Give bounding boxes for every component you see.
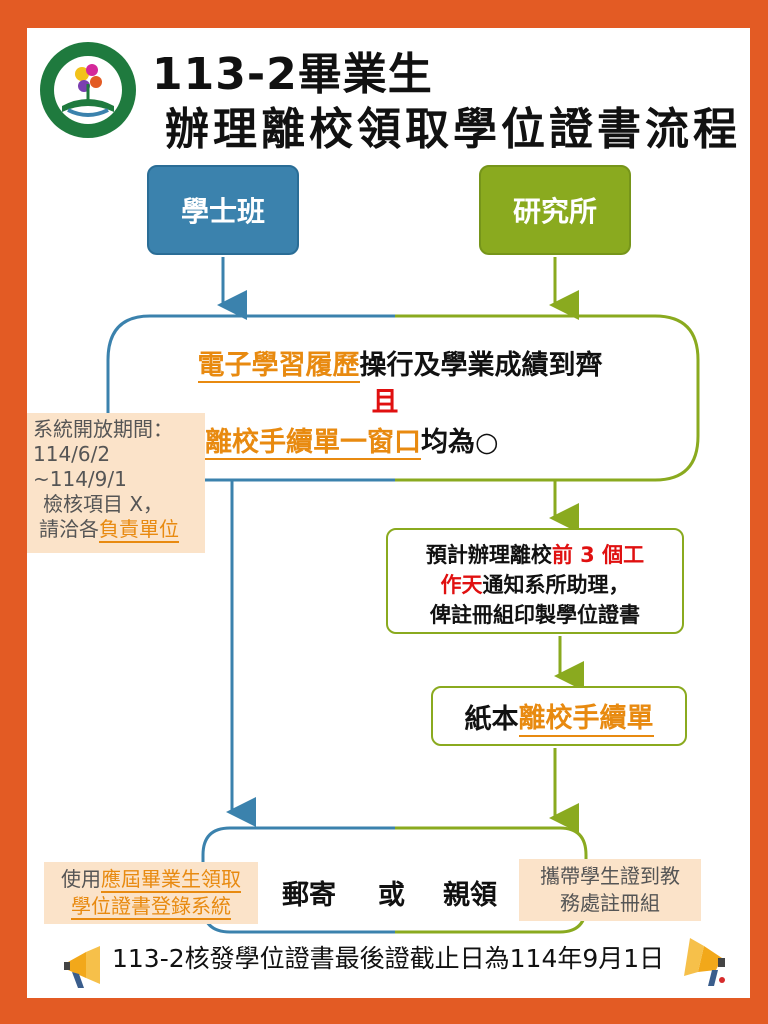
and-label: 且 (371, 387, 399, 418)
page-title-line1: 113-2畢業生 (152, 49, 433, 100)
responsible-unit-link[interactable]: 負責單位 (99, 517, 179, 543)
university-logo (38, 40, 138, 140)
main-requirement-line1: 電子學習履歷操行及學業成績到齊 (197, 350, 603, 383)
registration-system-link-1[interactable]: 應屆畢業生領取 (101, 867, 241, 893)
registration-system-note: 使用應屆畢業生領取 學位證書登錄系統 (44, 862, 258, 924)
mail-option: 郵寄 (282, 880, 336, 911)
e-portfolio-link[interactable]: 電子學習履歷 (197, 350, 360, 383)
paper-form-box: 紙本離校手續單 (431, 686, 687, 746)
notify-assistant-box: 預計辦理離校前 3 個工 作天通知系所助理， 俾註冊組印製學位證書 (386, 528, 684, 634)
megaphone-icon (682, 936, 728, 988)
page-title-line2: 辦理離校領取學位證書流程 (165, 104, 741, 155)
main-requirement-line2: 離校手續單一窗口均為○ (205, 427, 499, 460)
pickup-option: 親領 (443, 880, 497, 911)
bachelor-box: 學士班 (147, 165, 299, 255)
megaphone-icon (62, 944, 106, 990)
registration-system-link-2[interactable]: 學位證書登錄系統 (71, 894, 231, 920)
paper-leaving-form-link[interactable]: 離校手續單 (518, 696, 654, 737)
student-id-note: 攜帶學生證到教 務處註冊組 (519, 859, 701, 921)
graduate-box: 研究所 (479, 165, 631, 255)
or-label: 或 (378, 880, 405, 911)
deadline-footer: 113-2核發學位證書最後證截止日為114年9月1日 (112, 944, 665, 973)
leaving-form-window-link[interactable]: 離校手續單一窗口 (205, 427, 421, 460)
system-period-note: 系統開放期間： 114/6/2 ~114/9/1 檢核項目 X， 請洽各負責單位 (27, 413, 205, 553)
